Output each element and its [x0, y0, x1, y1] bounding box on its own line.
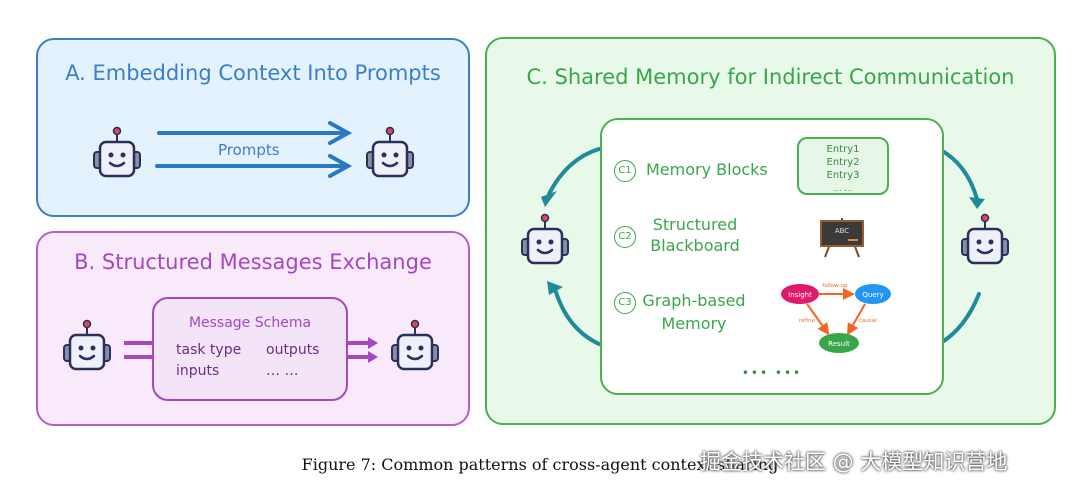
message-arrows	[124, 337, 378, 363]
figure-caption: Figure 7: Common patterns of cross-agent…	[301, 455, 779, 474]
prompts-label: Prompts	[218, 141, 280, 159]
panel-c-title: C. Shared Memory for Indirect Communicat…	[526, 65, 1015, 89]
graph-memory-diagram: Insight Query Result follow-up refine ca…	[781, 283, 891, 353]
edge-label: refine	[799, 318, 815, 324]
graph-node-query	[855, 284, 891, 304]
memory-entry: Entry1	[826, 144, 860, 155]
memory-entry: Entry2	[826, 157, 860, 168]
memory-blocks-box: Entry1 Entry2 Entry3 … …	[797, 137, 889, 195]
blackboard-icon: ABC	[820, 218, 864, 258]
node-label: Result	[828, 340, 850, 348]
item-label: Structured Blackboard	[650, 215, 740, 255]
memory-entry: … …	[833, 184, 853, 193]
panel-embedding-context: A. Embedding Context Into Prompts Prompt…	[36, 38, 470, 217]
panel-b-title: B. Structured Messages Exchange	[74, 250, 432, 274]
badge-c1: C1	[614, 160, 636, 182]
panel-structured-messages: B. Structured Messages Exchange Message …	[36, 231, 470, 426]
edge-label: causal	[859, 318, 877, 324]
item-label: Graph-based Memory	[642, 291, 746, 333]
schema-title: Message Schema	[188, 315, 312, 331]
node-label: Insight	[788, 291, 812, 299]
node-label: Query	[862, 291, 883, 299]
edge-label: follow-up	[822, 283, 848, 289]
memory-panel: C1 Memory Blocks C2 Structured Blackboar…	[600, 118, 944, 395]
schema-field: outputs	[266, 342, 320, 358]
panel-shared-memory: C. Shared Memory for Indirect Communicat…	[485, 37, 1056, 425]
schema-field: task type	[176, 342, 242, 358]
graph-node-result	[819, 333, 859, 353]
blackboard-text: ABC	[835, 227, 849, 235]
more-ellipsis: ••• •••	[741, 366, 803, 380]
prompt-arrows	[155, 121, 353, 178]
memory-entry: Entry3	[826, 170, 860, 181]
item-label: Memory Blocks	[646, 160, 768, 179]
graph-node-insight	[781, 284, 819, 304]
watermark: 掘金技术社区 @ 大模型知识营地	[700, 450, 1008, 474]
schema-field: … …	[266, 363, 299, 379]
schema-field: inputs	[176, 363, 220, 379]
message-schema-box: Message Schema task type outputs inputs …	[152, 297, 348, 401]
badge-c2: C2	[614, 226, 636, 248]
badge-c3: C3	[614, 292, 636, 314]
panel-a-title: A. Embedding Context Into Prompts	[65, 61, 441, 85]
